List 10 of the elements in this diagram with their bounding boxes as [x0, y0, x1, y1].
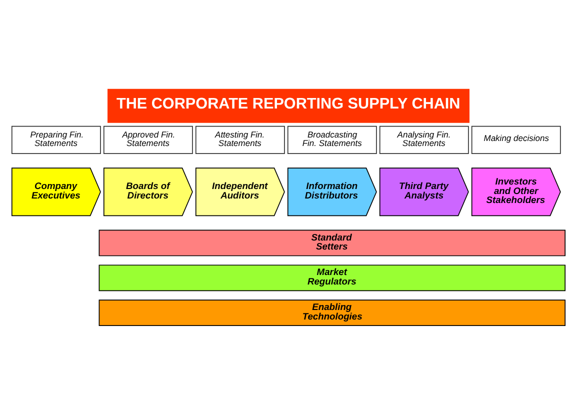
- node-label: Broadcasting Fin. Statements: [302, 129, 362, 148]
- node-label: Analysing Fin. Statements: [397, 129, 451, 148]
- node-label: Approved Fin. Statements: [122, 129, 176, 148]
- node-box: Standard Setters: [98, 230, 566, 256]
- node-label: Attesting Fin. Statements: [215, 129, 265, 148]
- node-box: Enabling Technologies: [98, 300, 566, 326]
- node-box: Market Regulators: [98, 264, 566, 292]
- diagram-title: THE CORPORATE REPORTING SUPPLY CHAIN: [116, 96, 460, 113]
- node-label: Making decisions: [484, 133, 549, 144]
- node-label: Preparing Fin. Statements: [30, 129, 84, 148]
